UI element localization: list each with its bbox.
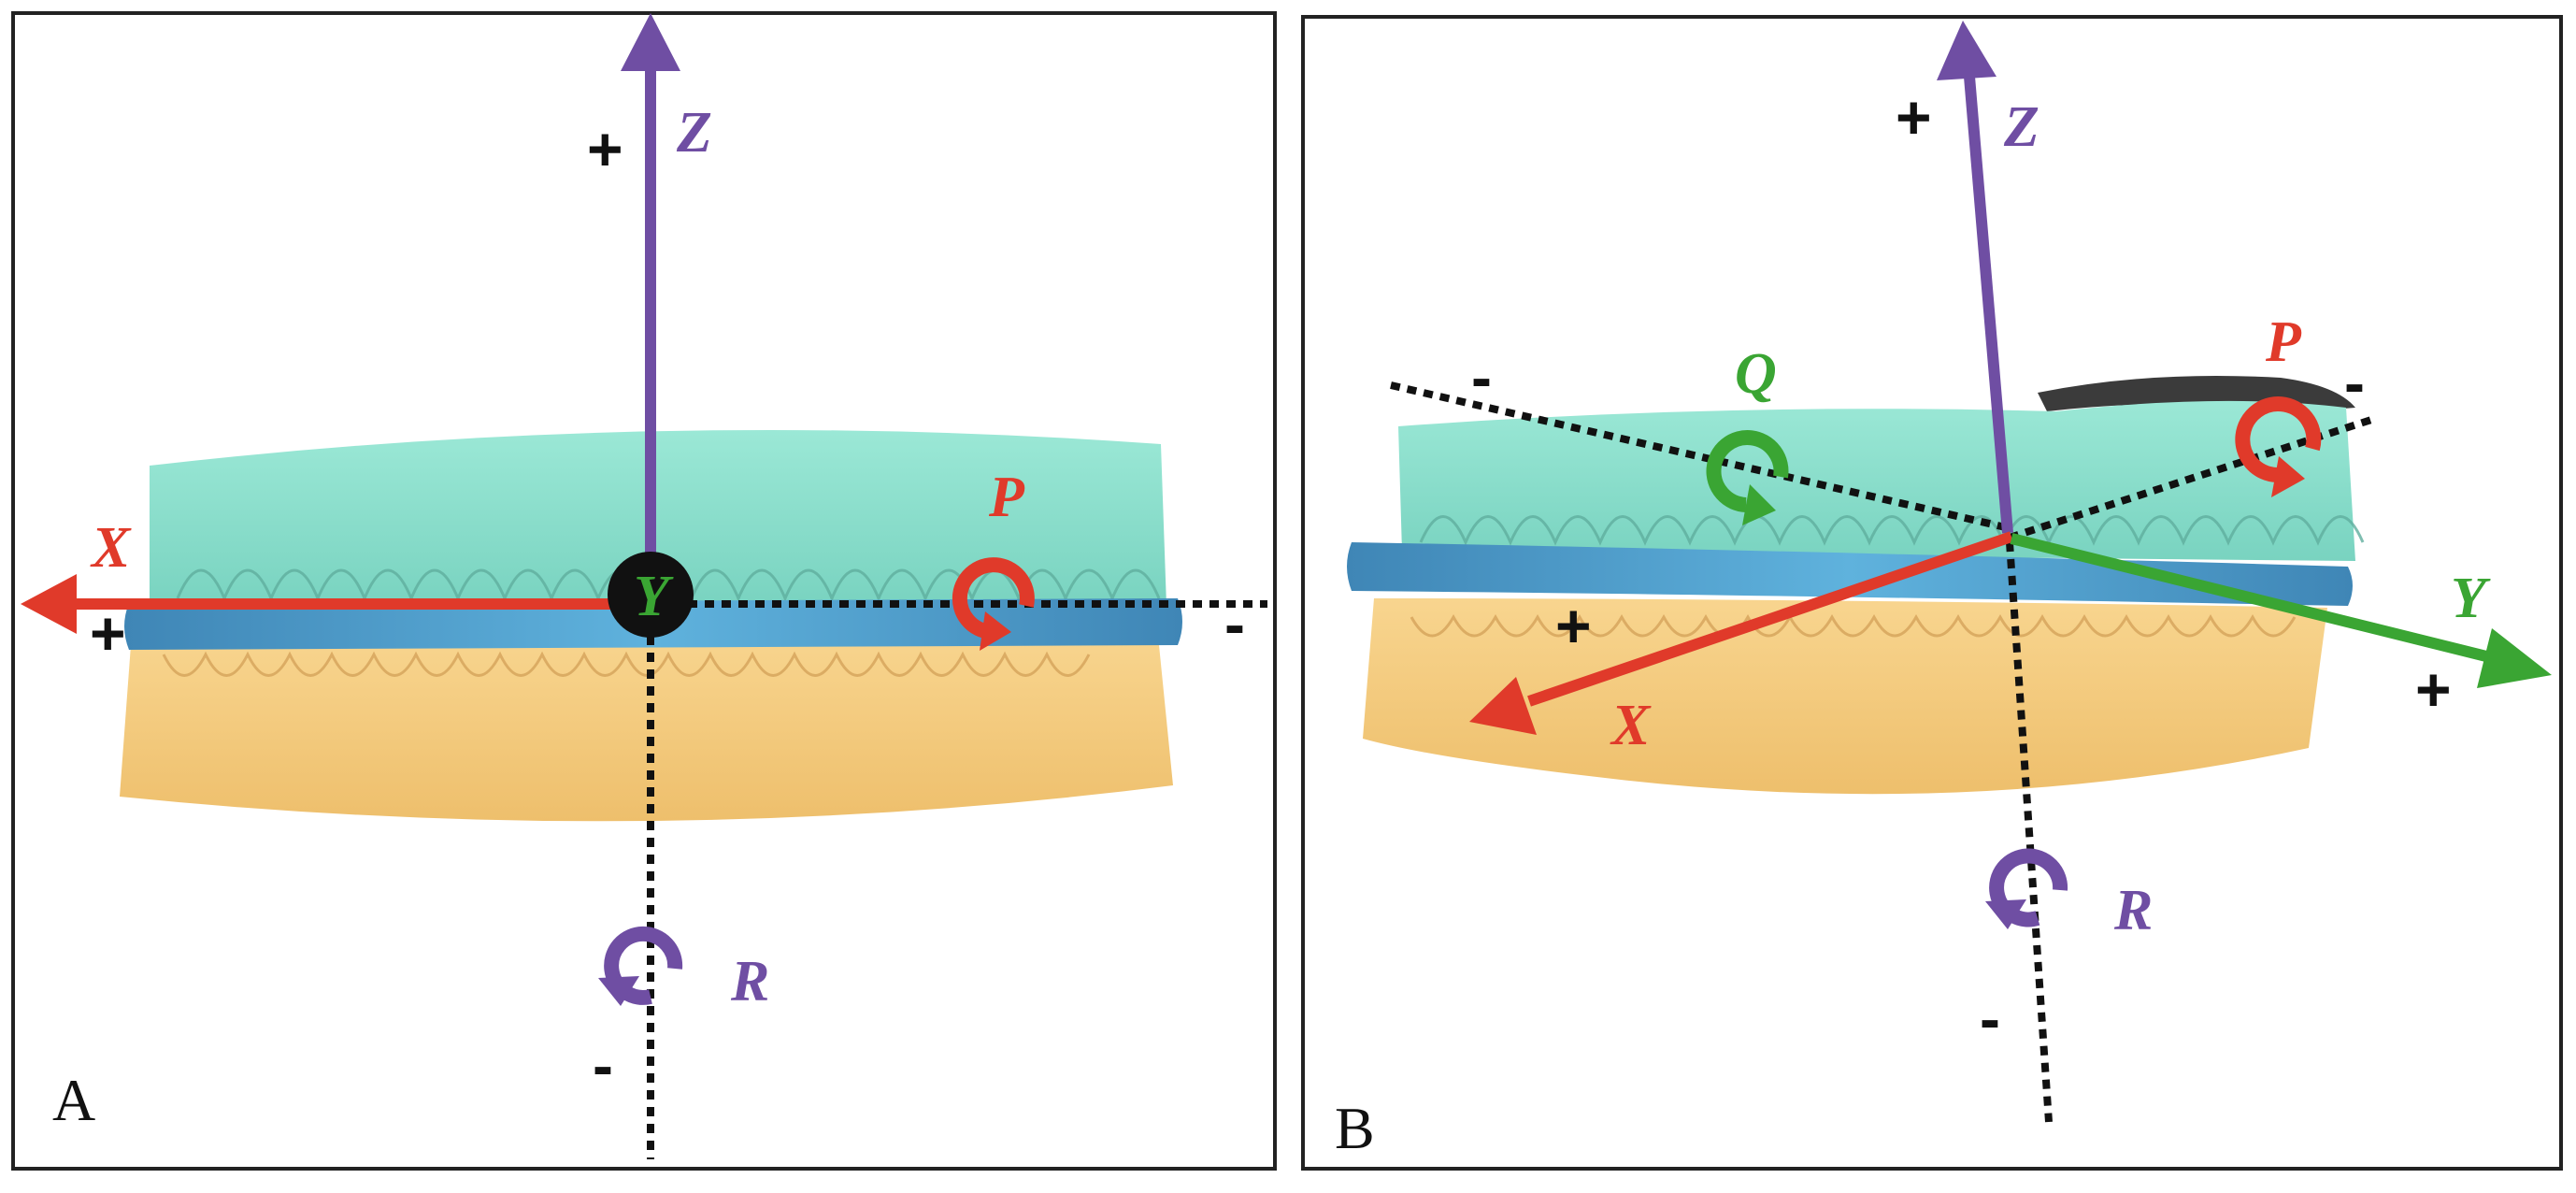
y-axis-label-a: Y <box>634 565 674 628</box>
z-plus-sign-a: + <box>587 114 623 183</box>
x-axis-label-a: X <box>90 516 132 580</box>
x-axis-arrow-b <box>1527 531 2013 707</box>
z-arrowhead-b <box>1937 21 1996 80</box>
y-axis-dotted-b <box>2008 415 2376 541</box>
x-axis-label-b: X <box>1610 694 1652 757</box>
y-minus-sign-b: - <box>2344 348 2365 417</box>
z-axis-label-b: Z <box>2003 95 2039 159</box>
z-arrowhead-a <box>621 13 680 71</box>
panel-b: Q P R Z X Y + - + - + - B <box>1301 15 2563 1171</box>
x-axis-dotted-b <box>1390 381 2011 532</box>
x-arrowhead-a <box>21 574 77 634</box>
z-axis-arrow-b <box>1963 65 2013 534</box>
z-minus-sign-a: - <box>593 1030 613 1100</box>
lower-model-b <box>1363 598 2327 795</box>
x-arrowhead-b <box>1469 677 1537 735</box>
y-axis-label-b: Y <box>2451 567 2491 630</box>
panel-a: Y P R Z X + + - - A <box>11 11 1277 1171</box>
upper-model-b <box>1398 400 2355 561</box>
rotation-r-icon-b <box>1985 848 2068 929</box>
y-axis-dot-a <box>608 552 694 638</box>
rotation-p-icon-b <box>2235 396 2322 497</box>
q-label-b: Q <box>1735 342 1777 406</box>
rotation-r-icon-a <box>598 926 683 1006</box>
z-minus-sign-b: - <box>1980 984 2000 1053</box>
panel-a-letter: A <box>52 1067 95 1133</box>
rotation-q-icon-b <box>1706 430 1789 525</box>
y-axis-arrow-b <box>2010 533 2488 662</box>
z-axis-dotted-b <box>2006 541 2053 1123</box>
x-plus-sign-a: + <box>90 598 126 668</box>
p-label-a: P <box>988 466 1025 529</box>
rotation-p-icon-a <box>952 557 1035 651</box>
x-plus-sign-b: + <box>1555 591 1592 660</box>
y-plus-sign-b: + <box>2415 654 2452 724</box>
lower-teeth-b <box>1410 613 2297 638</box>
y-arrowhead-b <box>2477 628 2552 688</box>
lower-model-a <box>120 633 1173 822</box>
x-minus-sign-b: - <box>1471 342 1492 411</box>
p-label-b: P <box>2265 310 2302 374</box>
upper-model-a <box>150 429 1166 606</box>
panel-b-letter: B <box>1335 1095 1375 1161</box>
lower-teeth-a <box>162 651 1091 677</box>
r-label-b: R <box>2113 879 2153 942</box>
r-label-a: R <box>730 950 769 1013</box>
x-minus-sign-a: - <box>1224 589 1245 658</box>
splint-b <box>1347 542 2353 606</box>
dental-model-b <box>1347 376 2365 795</box>
upper-teeth-b <box>1419 515 2365 546</box>
z-axis-label-a: Z <box>676 101 712 165</box>
z-plus-sign-b: + <box>1896 82 1932 151</box>
